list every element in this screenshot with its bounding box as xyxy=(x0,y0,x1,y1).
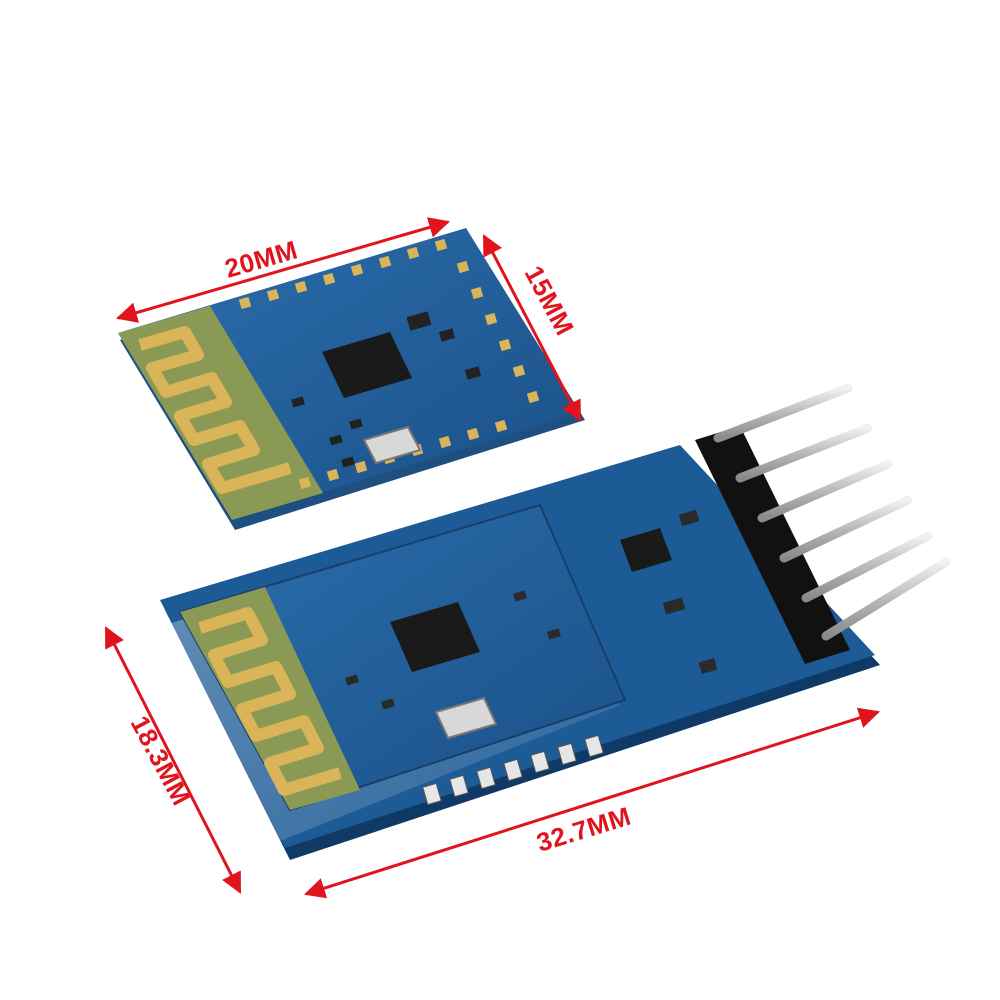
large-height-label: 18.3MM xyxy=(125,711,197,811)
large-module-components xyxy=(345,509,718,710)
small-module-antenna-trace xyxy=(138,326,292,494)
large-module-antenna-trace xyxy=(198,607,342,796)
small-module-crystal xyxy=(362,425,422,465)
large-height-arrow xyxy=(104,626,242,894)
small-width-arrow xyxy=(115,217,451,323)
pin-header xyxy=(695,383,951,664)
small-bluetooth-module xyxy=(118,228,585,530)
large-module-regulator xyxy=(620,528,672,572)
small-height-arrow xyxy=(482,234,582,422)
large-width-arrow xyxy=(303,707,881,899)
pin-header-housing xyxy=(695,426,850,664)
header-pins xyxy=(713,383,951,641)
small-module-chip xyxy=(322,332,412,398)
large-module-chip xyxy=(390,602,480,672)
large-width-label: 32.7MM xyxy=(533,801,634,858)
